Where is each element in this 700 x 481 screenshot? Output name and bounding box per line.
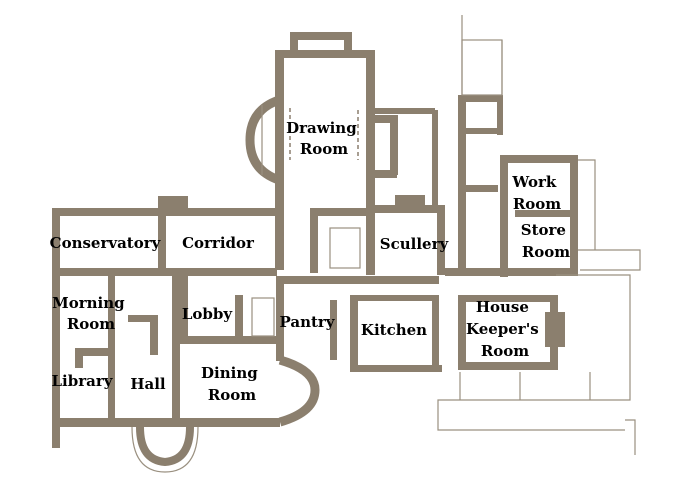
scullery-label: Scullery	[380, 235, 450, 253]
store-room-label: Store Room	[521, 221, 571, 261]
room-labels: Drawing Room Conservatory Corridor Scull…	[50, 119, 571, 404]
lobby-label: Lobby	[182, 305, 234, 323]
house-keepers-room-label: House Keeper's Room	[466, 298, 544, 360]
dining-room-label: Dining Room	[201, 364, 263, 404]
drawing-room-label: Drawing Room	[286, 119, 362, 158]
kitchen-label: Kitchen	[361, 321, 427, 339]
work-room-label: Work Room	[511, 173, 561, 213]
hall-label: Hall	[130, 375, 166, 393]
pantry-label: Pantry	[279, 313, 335, 331]
conservatory-label: Conservatory	[50, 234, 162, 252]
walls	[52, 15, 641, 473]
corridor-label: Corridor	[182, 234, 255, 252]
morning-room-label: Morning Room	[52, 294, 130, 333]
library-label: Library	[52, 372, 114, 390]
